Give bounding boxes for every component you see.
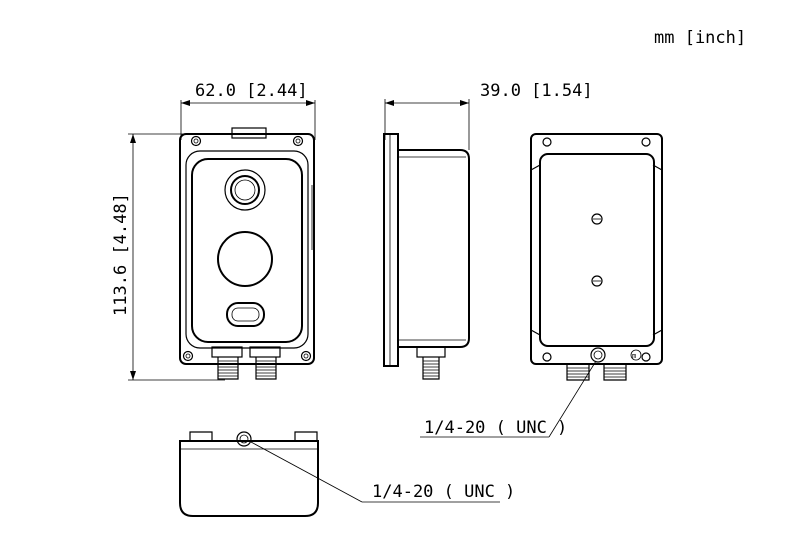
side-view: 39.0 [1.54]: [383, 81, 593, 380]
width-dimension-label: 62.0 [2.44]: [195, 81, 308, 101]
units-label: mm [inch]: [654, 28, 746, 48]
bottom-view: 1/4-20 ( UNC ): [179, 431, 515, 517]
depth-dimension-label: 39.0 [1.54]: [480, 81, 593, 101]
front-view: 62.0 [2.44] 113.6 [4.48]: [111, 81, 316, 381]
svg-text:m: m: [632, 352, 636, 360]
bottom-mount-callout: 1/4-20 ( UNC ): [372, 482, 515, 502]
back-view: m 1/4-20 ( UNC ): [420, 133, 663, 438]
depth-dimension: 39.0 [1.54]: [384, 81, 593, 150]
front-connectors: [211, 346, 281, 380]
height-dimension: 113.6 [4.48]: [111, 133, 225, 381]
width-dimension: 62.0 [2.44]: [180, 81, 316, 140]
height-dimension-label: 113.6 [4.48]: [111, 193, 131, 316]
back-mount-callout: 1/4-20 ( UNC ): [424, 418, 567, 438]
